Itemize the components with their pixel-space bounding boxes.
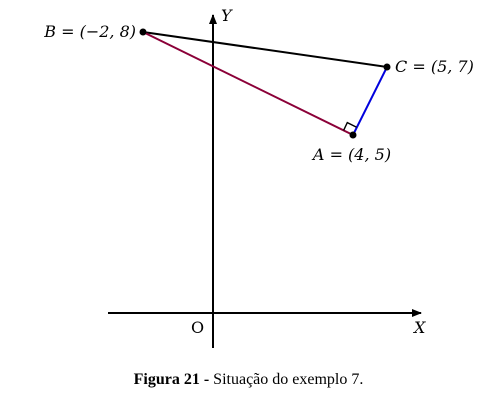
- x-axis-label: X: [412, 318, 426, 337]
- segment-ac: [352, 66, 388, 136]
- right-angle-marker: [342, 121, 357, 131]
- y-axis-label: Y: [221, 6, 233, 25]
- figure-caption: Figura 21 - Situação do exemplo 7.: [0, 371, 497, 389]
- point-c-label: C = (5, 7): [395, 57, 474, 76]
- origin-label: O: [191, 318, 204, 337]
- point-b: [139, 28, 147, 36]
- segment-bc: [142, 31, 388, 68]
- point-b-label: B = (−2, 8): [43, 22, 136, 41]
- point-c: [383, 63, 391, 71]
- caption-label: Figura 21 -: [133, 371, 210, 388]
- segment-ab: [142, 31, 354, 136]
- caption-text: Situação do exemplo 7.: [213, 371, 364, 388]
- point-a-label: A = (4, 5): [311, 145, 391, 164]
- point-a: [349, 131, 357, 139]
